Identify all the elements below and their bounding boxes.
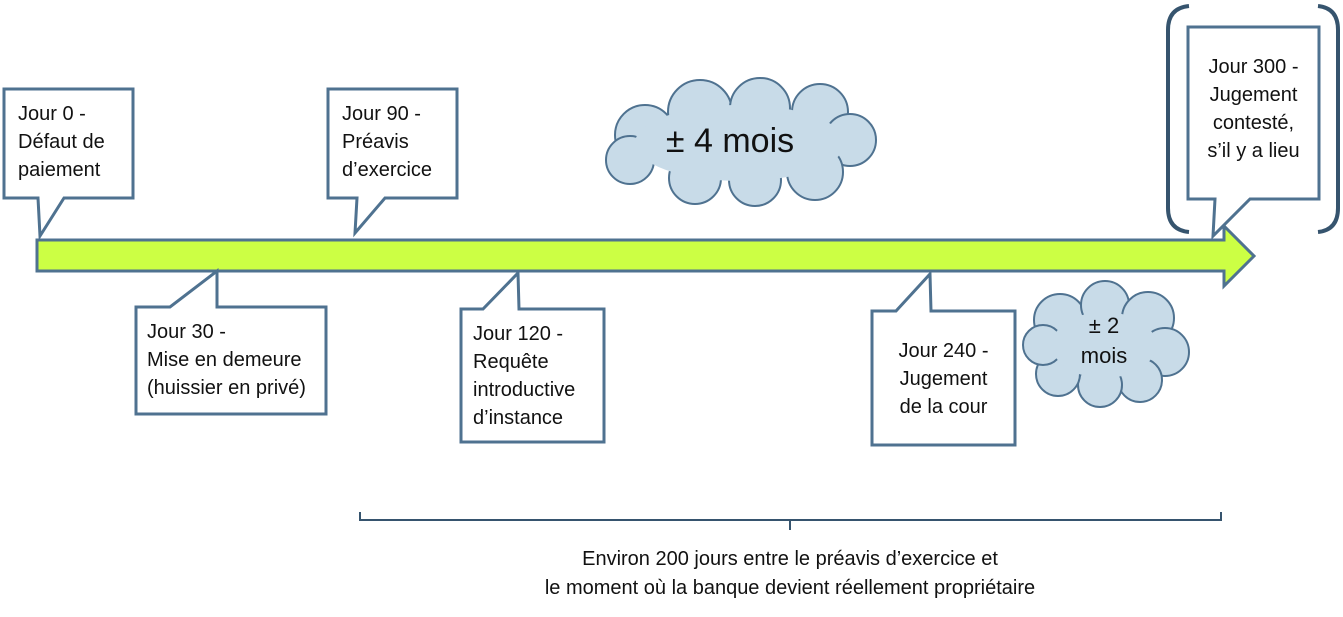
callout-day240	[870, 270, 1017, 447]
cloud-line: ± 2	[1088, 313, 1120, 338]
caption-line: le moment où la banque devient réellemen…	[544, 577, 1036, 599]
left-parenthesis	[1166, 4, 1190, 234]
callout-day120	[459, 269, 606, 444]
callout-line: contesté,	[1212, 112, 1295, 134]
cloud-line: mois	[1080, 343, 1128, 368]
duration-caption: Environ 200 jours entre le préavis d’exe…	[360, 545, 1220, 603]
cloud-four-months-text: ± 4 mois	[665, 122, 795, 160]
callout-line: Jour 240 -	[898, 340, 989, 362]
callout-line: Jour 90 -	[342, 103, 421, 125]
cloud-two-months-text: ± 2 mois	[1054, 311, 1154, 371]
cloud-two-months	[1022, 280, 1190, 408]
callout-line: d’exercice	[342, 159, 433, 181]
callout-line: Jour 0 -	[18, 103, 86, 125]
callout-line: Préavis	[342, 131, 409, 153]
callout-day30-text: Jour 30 - Mise en demeure (huissier en p…	[147, 318, 306, 402]
callout-line: (huissier en privé)	[147, 377, 306, 399]
callout-line: de la cour	[899, 396, 988, 418]
timeline-arrow	[35, 222, 1257, 290]
callout-day300	[1186, 25, 1321, 240]
callout-line: d’instance	[473, 407, 564, 429]
callout-line: Jugement	[899, 368, 988, 390]
callout-day90-text: Jour 90 - Préavis d’exercice	[342, 100, 432, 184]
callout-line: Requête	[473, 351, 549, 373]
callout-line: Jour 120 -	[473, 323, 564, 345]
callout-line: paiement	[18, 159, 101, 181]
callout-day0	[2, 87, 135, 241]
callout-line: Jugement	[1209, 84, 1298, 106]
callout-day240-text: Jour 240 - Jugement de la cour	[872, 337, 1015, 421]
right-parenthesis	[1317, 4, 1340, 234]
duration-bracket	[359, 512, 1222, 530]
callout-day300-text: Jour 300 - Jugement contesté, s’il y a l…	[1188, 53, 1319, 165]
callout-line: Défaut de	[18, 131, 105, 153]
callout-line: Jour 300 -	[1208, 56, 1299, 78]
callout-day120-text: Jour 120 - Requête introductive d’instan…	[473, 320, 575, 432]
callout-line: introductive	[473, 379, 576, 401]
cloud-four-months	[605, 77, 877, 207]
caption-line: Environ 200 jours entre le préavis d’exe…	[582, 548, 998, 570]
callout-day0-text: Jour 0 - Défaut de paiement	[18, 100, 105, 184]
callout-day30	[134, 267, 328, 416]
callout-line: Jour 30 -	[147, 321, 226, 343]
callout-line: s’il y a lieu	[1207, 140, 1300, 162]
callout-line: Mise en demeure	[147, 349, 302, 371]
callout-day90	[326, 87, 459, 238]
